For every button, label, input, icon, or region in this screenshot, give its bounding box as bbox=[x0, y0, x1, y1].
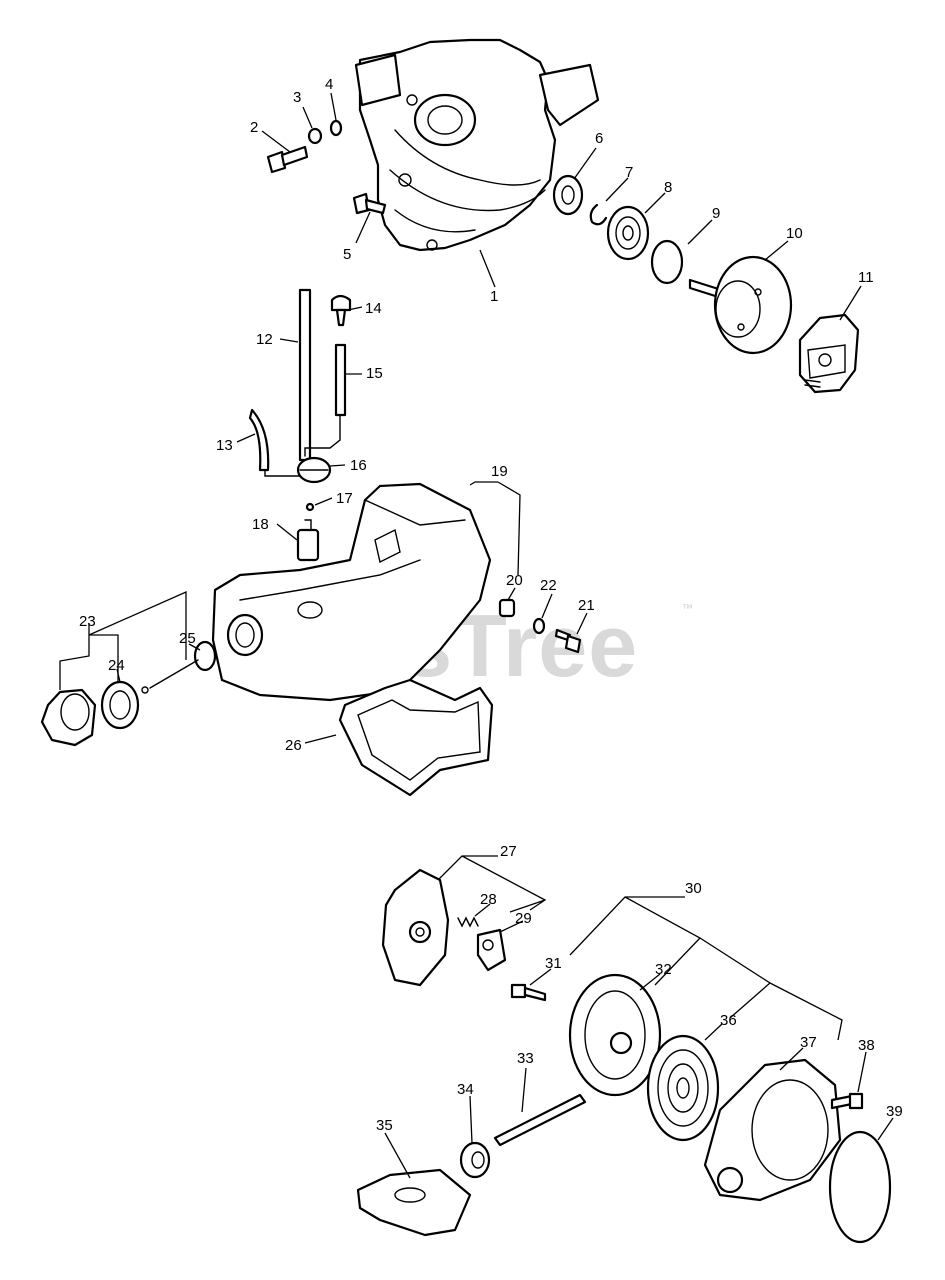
part-24-cap-gasket[interactable] bbox=[100, 680, 140, 730]
callout-4: 4 bbox=[325, 76, 333, 93]
part-3-washer[interactable] bbox=[307, 127, 323, 145]
hose-connector-line bbox=[264, 469, 301, 477]
callout-35: 35 bbox=[376, 1117, 393, 1134]
part-19-fuel-tank[interactable] bbox=[211, 482, 492, 702]
callout-18: 18 bbox=[252, 516, 269, 533]
callout-28: 28 bbox=[480, 891, 497, 908]
callout-27: 27 bbox=[500, 843, 517, 860]
callout-23: 23 bbox=[79, 613, 96, 630]
callout-6: 6 bbox=[595, 130, 603, 147]
part-13-hose[interactable] bbox=[248, 408, 270, 472]
callout-32: 32 bbox=[655, 961, 672, 978]
part-14-vent[interactable] bbox=[330, 294, 352, 327]
callout-25: 25 bbox=[179, 630, 196, 647]
part-31-bolt[interactable] bbox=[510, 983, 547, 1002]
part-5-bolt[interactable] bbox=[352, 192, 387, 215]
callout-37: 37 bbox=[800, 1034, 817, 1051]
part-39-cover[interactable] bbox=[828, 1130, 892, 1244]
part-1-clutch-housing[interactable] bbox=[354, 38, 600, 252]
callout-5: 5 bbox=[343, 246, 351, 263]
part-2-bolt[interactable] bbox=[266, 145, 309, 174]
callout-38: 38 bbox=[858, 1037, 875, 1054]
callout-3: 3 bbox=[293, 89, 301, 106]
part-37-starter-housing[interactable] bbox=[703, 1058, 842, 1202]
part-9-ring[interactable] bbox=[650, 239, 684, 285]
callout-20: 20 bbox=[506, 572, 523, 589]
callout-11: 11 bbox=[858, 269, 874, 286]
callout-13: 13 bbox=[216, 437, 233, 454]
callout-14: 14 bbox=[365, 300, 382, 317]
part-4-washer[interactable] bbox=[329, 119, 343, 137]
callout-21: 21 bbox=[578, 597, 595, 614]
callout-29: 29 bbox=[515, 910, 532, 927]
callout-34: 34 bbox=[457, 1081, 474, 1098]
part-21-bolt[interactable] bbox=[554, 628, 582, 654]
part-12-tube[interactable] bbox=[298, 288, 312, 462]
part-32-pulley[interactable] bbox=[568, 973, 662, 1097]
part-29-pivot-bolt[interactable] bbox=[476, 928, 507, 972]
callout-26: 26 bbox=[285, 737, 302, 754]
callout-22: 22 bbox=[540, 577, 557, 594]
callout-17: 17 bbox=[336, 490, 353, 507]
callout-7: 7 bbox=[625, 164, 633, 181]
part-25-strainer[interactable] bbox=[141, 640, 217, 694]
callout-8: 8 bbox=[664, 179, 672, 196]
part-36-rewind-spring[interactable] bbox=[646, 1034, 720, 1142]
part-33-shaft[interactable] bbox=[493, 1093, 587, 1147]
part-10-clutch-drum[interactable] bbox=[688, 255, 793, 355]
part-34-bushing[interactable] bbox=[459, 1141, 491, 1179]
callout-2: 2 bbox=[250, 119, 258, 136]
part-38-screw[interactable] bbox=[830, 1092, 864, 1110]
callout-15: 15 bbox=[366, 365, 383, 382]
callout-24: 24 bbox=[108, 657, 125, 674]
leader-lines bbox=[59, 92, 894, 1179]
part-15-tube[interactable] bbox=[334, 343, 347, 417]
callout-12: 12 bbox=[256, 331, 273, 348]
part-28-spring[interactable] bbox=[457, 916, 479, 928]
part-7-snap-ring[interactable] bbox=[589, 203, 608, 226]
part-8-bearing[interactable] bbox=[606, 205, 650, 261]
part-26-tank-gasket[interactable] bbox=[338, 678, 494, 797]
tube-connector-line bbox=[304, 414, 341, 457]
callout-16: 16 bbox=[350, 457, 367, 474]
callout-numbers: 1 2 3 4 5 6 7 8 9 10 11 12 13 14 15 16 1… bbox=[79, 76, 903, 1134]
callout-30: 30 bbox=[685, 880, 702, 897]
part-23-tank-cap[interactable] bbox=[40, 688, 97, 747]
part-16-grommet[interactable] bbox=[296, 456, 332, 484]
callout-1: 1 bbox=[490, 288, 498, 305]
part-18-fuel-filter[interactable] bbox=[296, 519, 320, 562]
part-17-washer[interactable] bbox=[305, 502, 315, 512]
part-11-clutch-shoe[interactable] bbox=[798, 313, 860, 394]
callout-10: 10 bbox=[786, 225, 803, 242]
callout-33: 33 bbox=[517, 1050, 534, 1067]
part-20-spacer[interactable] bbox=[498, 598, 516, 618]
part-27-clutch-assembly[interactable] bbox=[381, 868, 450, 987]
callout-19: 19 bbox=[491, 463, 508, 480]
part-22-washer[interactable] bbox=[532, 617, 546, 635]
watermark-trademark: ™ bbox=[682, 603, 693, 615]
callout-9: 9 bbox=[712, 205, 720, 222]
part-35-starter-handle[interactable] bbox=[356, 1168, 472, 1237]
part-6-seal[interactable] bbox=[552, 174, 584, 216]
callout-39: 39 bbox=[886, 1103, 903, 1120]
callout-31: 31 bbox=[545, 955, 562, 972]
callout-36: 36 bbox=[720, 1012, 737, 1029]
